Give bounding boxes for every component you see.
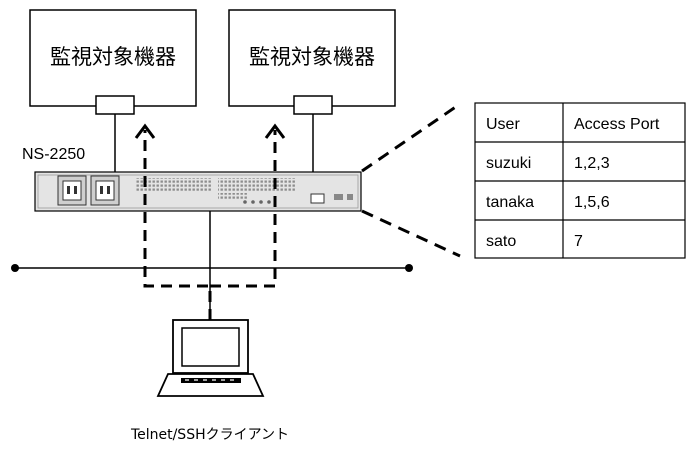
monitored-device-left-label: 監視対象機器 <box>50 45 176 69</box>
callout-line-top <box>361 102 461 173</box>
table-cell-ports: 1,2,3 <box>574 155 610 172</box>
table-cell-user: sato <box>486 233 516 250</box>
access-table: User Access Port suzuki 1,2,3 tanaka 1,5… <box>474 102 686 259</box>
client-label: Telnet/SSHクライアント <box>130 427 289 443</box>
power-socket-1 <box>57 175 87 206</box>
serial-port-right <box>293 95 333 115</box>
status-led-3 <box>259 200 263 204</box>
access-arrow-left <box>134 123 156 139</box>
monitored-device-left: 監視対象機器 <box>29 9 197 115</box>
access-path <box>143 130 277 320</box>
serial-port-left <box>95 95 135 115</box>
table-cell-ports: 7 <box>574 233 583 250</box>
table-header-access-port: Access Port <box>574 116 660 133</box>
client-computer-icon <box>156 319 265 397</box>
table-cell-ports: 1,5,6 <box>574 194 610 211</box>
monitored-device-right-label: 監視対象機器 <box>249 45 375 69</box>
console-server <box>34 171 362 212</box>
status-led-2 <box>251 200 255 204</box>
table-cell-user: suzuki <box>486 155 531 172</box>
console-server-name: NS-2250 <box>22 146 85 163</box>
status-led-1 <box>243 200 247 204</box>
network-end-left <box>11 264 19 272</box>
lan-port <box>310 193 325 204</box>
console-port <box>334 194 343 200</box>
status-led-4 <box>267 200 271 204</box>
table-cell-user: tanaka <box>486 194 534 211</box>
power-socket-2 <box>90 175 120 206</box>
callout-line-bottom <box>361 209 461 258</box>
monitored-device-right: 監視対象機器 <box>228 9 396 115</box>
network-end-right <box>405 264 413 272</box>
access-arrow-right <box>264 123 286 139</box>
vent-grid-right <box>218 178 296 192</box>
vent-grid-left <box>136 178 212 192</box>
table-header-user: User <box>486 116 520 133</box>
